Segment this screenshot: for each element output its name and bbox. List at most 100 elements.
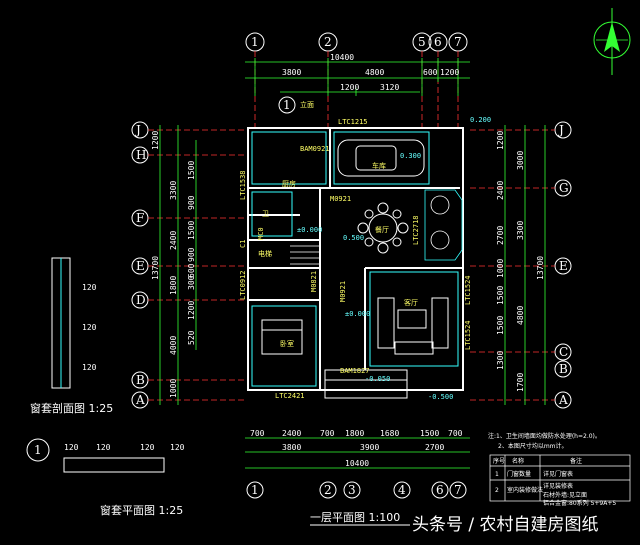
legend-extra-2: 铝合金窗:80系列 5+9A+5 xyxy=(543,499,616,507)
left-dim-2: 3300 xyxy=(169,181,178,200)
entry-steps xyxy=(324,369,408,399)
left-bubble-A: A xyxy=(135,393,145,407)
tag-m1: M0921 xyxy=(330,195,351,203)
level-entry: -0.050 xyxy=(365,375,390,383)
bottom-bubble-4: 4 xyxy=(398,483,406,497)
bottom-bubble-3: 3 xyxy=(348,483,356,497)
left-axis-lines xyxy=(148,129,245,401)
left-inner-dim-3: 1500 xyxy=(187,221,196,240)
right-inner-dim-5: 1500 xyxy=(496,286,505,305)
room-garage: 车库 xyxy=(372,161,386,170)
top-sub-dim-2: 3120 xyxy=(380,83,399,92)
window-plan-dim-3: 120 xyxy=(140,443,155,452)
dining-table-icon xyxy=(357,202,409,254)
left-dim-3: 2400 xyxy=(169,231,178,250)
left-bubble-H: H xyxy=(136,148,146,162)
left-total-dim: 13700 xyxy=(151,256,160,280)
window-section-title: 窗套剖面图 1:25 xyxy=(30,401,113,415)
top-bubble-6: 6 xyxy=(434,35,442,49)
bottom-row1-dim-3: 700 xyxy=(320,429,335,438)
bottom-dimension-lines xyxy=(245,437,470,469)
right-total-dim: 13700 xyxy=(536,256,545,280)
room-bath: 卫 xyxy=(262,210,269,218)
bottom-row2-dim-1: 3800 xyxy=(282,443,301,452)
left-bubble-J: J xyxy=(134,123,141,137)
left-inner-dim-2: 900 xyxy=(187,195,196,210)
tag-ltc-right1: LTC1524 xyxy=(464,275,472,305)
bottom-row2-dim-2: 3900 xyxy=(360,443,379,452)
left-inner-dim-6: 300 xyxy=(187,275,196,290)
tag-ltc-top: LTC1215 xyxy=(338,118,368,126)
section-mark-small: 立面 xyxy=(300,100,314,109)
car-icon xyxy=(337,139,425,177)
right-axis-lines xyxy=(470,129,555,401)
top-overall-dim: 10400 xyxy=(330,53,354,62)
left-inner-dim-1: 1500 xyxy=(187,161,196,180)
left-dim-5: 4000 xyxy=(169,336,178,355)
bottom-row1-dim-2: 2400 xyxy=(282,429,301,438)
tag-ltc-bottom: LTC2421 xyxy=(275,392,305,400)
level-outside: -0.500 xyxy=(428,393,453,401)
top-bubble-7: 7 xyxy=(454,35,462,49)
section-mark: 1 xyxy=(283,98,291,112)
right-bubble-A: A xyxy=(558,393,568,407)
window-section-dim-1: 120 xyxy=(82,283,97,292)
section-mark-bubble xyxy=(278,96,296,114)
bottom-row1-dim-1: 700 xyxy=(250,429,265,438)
left-inner-dim-5: 600 xyxy=(187,263,196,278)
bottom-bubble-1: 1 xyxy=(251,483,259,497)
legend-row2-note: 详见装修表 xyxy=(543,482,573,490)
right-inner-dim-3: 2700 xyxy=(496,226,505,245)
stairs-icon xyxy=(290,239,320,265)
room-bedroom: 卧室 xyxy=(280,339,294,348)
bottom-row2-dim-3: 2700 xyxy=(425,443,444,452)
bed-icon xyxy=(261,319,303,355)
tag-ltc-left1: LTC1538 xyxy=(239,170,247,200)
tag-mc: MC0 xyxy=(257,227,265,240)
building-walls xyxy=(247,127,464,391)
right-bubble-G: G xyxy=(559,181,569,195)
right-dim-3: 4800 xyxy=(516,306,525,325)
top-bubble-5: 5 xyxy=(418,35,426,49)
window-plan-dim-1: 120 xyxy=(64,443,79,452)
bottom-row1-dim-4: 1800 xyxy=(345,429,364,438)
note-1: 注:1、卫生间墙面均做防水处理(h=2.0)。 xyxy=(488,432,601,440)
top-dimension-lines xyxy=(245,58,470,96)
left-bubble-F: F xyxy=(136,211,144,225)
right-dim-1: 3000 xyxy=(516,151,525,170)
bottom-row1-dim-6: 1500 xyxy=(420,429,439,438)
legend-row1-name: 门窗数量 xyxy=(507,470,531,478)
north-arrow-icon xyxy=(593,8,631,75)
room-kitchen: 厨房 xyxy=(282,179,296,188)
left-dim-4: 1800 xyxy=(169,276,178,295)
left-inner-dim-7: 1200 xyxy=(187,301,196,320)
note-2: 2、本图尺寸均以mm计。 xyxy=(498,442,568,450)
window-plan-dim-4: 120 xyxy=(170,443,185,452)
top-dim-4: 1200 xyxy=(440,68,459,77)
bottom-row1-dim-7: 700 xyxy=(448,429,463,438)
left-dimension-lines xyxy=(159,125,197,405)
plan-title: 一层平面图 1:100 xyxy=(310,511,400,524)
bottom-axis-bubbles xyxy=(246,481,467,499)
window-plan-dim-2: 120 xyxy=(96,443,111,452)
left-bubble-D: D xyxy=(136,293,146,307)
legend-header-2: 名称 xyxy=(512,457,524,465)
right-bubble-E: E xyxy=(559,259,568,273)
room-living: 客厅 xyxy=(404,298,418,307)
legend-row1-no: 1 xyxy=(495,471,499,478)
plant-icon xyxy=(424,189,463,261)
watermark: 头条号 / 农村自建房图纸 xyxy=(412,515,599,535)
left-bubble-B: B xyxy=(136,373,145,387)
right-dim-2: 3300 xyxy=(516,221,525,240)
window-plan-detail xyxy=(26,438,165,473)
bottom-overall-dim: 10400 xyxy=(345,459,369,468)
tag-ltc-mid: LTC2718 xyxy=(412,215,420,245)
level-top-right: 0.200 xyxy=(470,116,491,124)
legend-extra-1: 石材外墙:见立面 xyxy=(543,491,587,499)
bottom-bubble-7: 7 xyxy=(454,483,462,497)
tag-bam-bottom: BAM1827 xyxy=(340,367,370,375)
tag-ltc-left2: LTC0912 xyxy=(239,270,247,300)
top-bubble-1: 1 xyxy=(251,35,259,49)
level-zero-1: ±0.000 xyxy=(297,226,322,234)
